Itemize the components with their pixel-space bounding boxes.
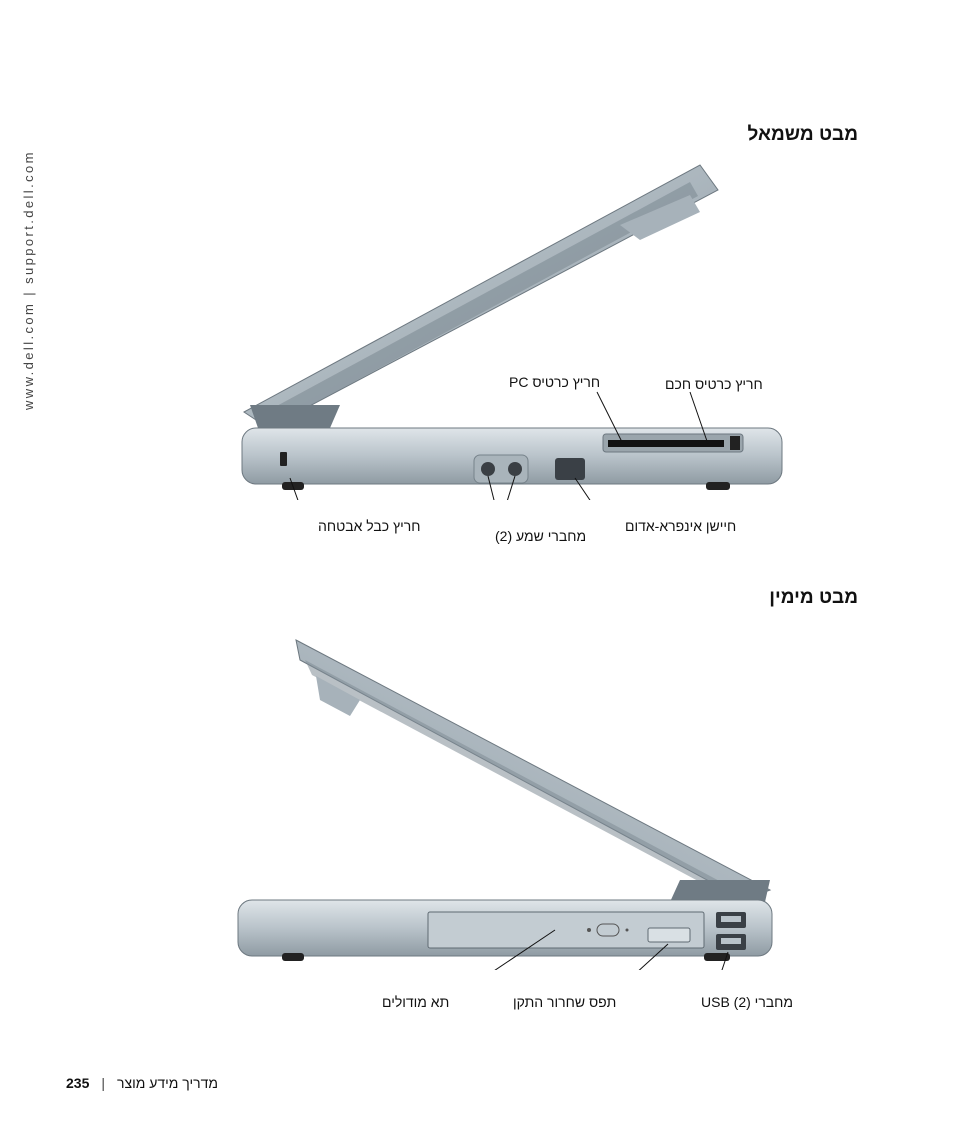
callout-infrared-sensor: חיישן אינפרא-אדום — [625, 518, 737, 534]
left-view-laptop-illustration — [241, 164, 783, 500]
callout-device-release-latch: תפס שחרור התקן — [513, 994, 617, 1010]
page-number: 235 — [66, 1075, 90, 1091]
right-view-heading: מבט מימין — [769, 587, 858, 608]
callout-usb-connectors: מחברי USB (2) — [701, 994, 794, 1010]
page-footer: 235|מדריך מידע מוצר — [66, 1075, 218, 1091]
callout-audio-connectors: מחברי שמע (2) — [495, 528, 587, 544]
right-view-laptop-illustration — [237, 639, 773, 970]
callout-pc-card-slot: חריץ כרטיס PC — [509, 374, 601, 390]
left-view-heading: מבט משמאל — [747, 124, 858, 145]
callout-module-bay: תא מודולים — [382, 994, 450, 1010]
callout-smart-card-slot: חריץ כרטיס חכם — [665, 376, 763, 392]
footer-title: מדריך מידע מוצר — [117, 1075, 218, 1091]
callout-security-cable-slot: חריץ כבל אבטחה — [318, 518, 421, 534]
